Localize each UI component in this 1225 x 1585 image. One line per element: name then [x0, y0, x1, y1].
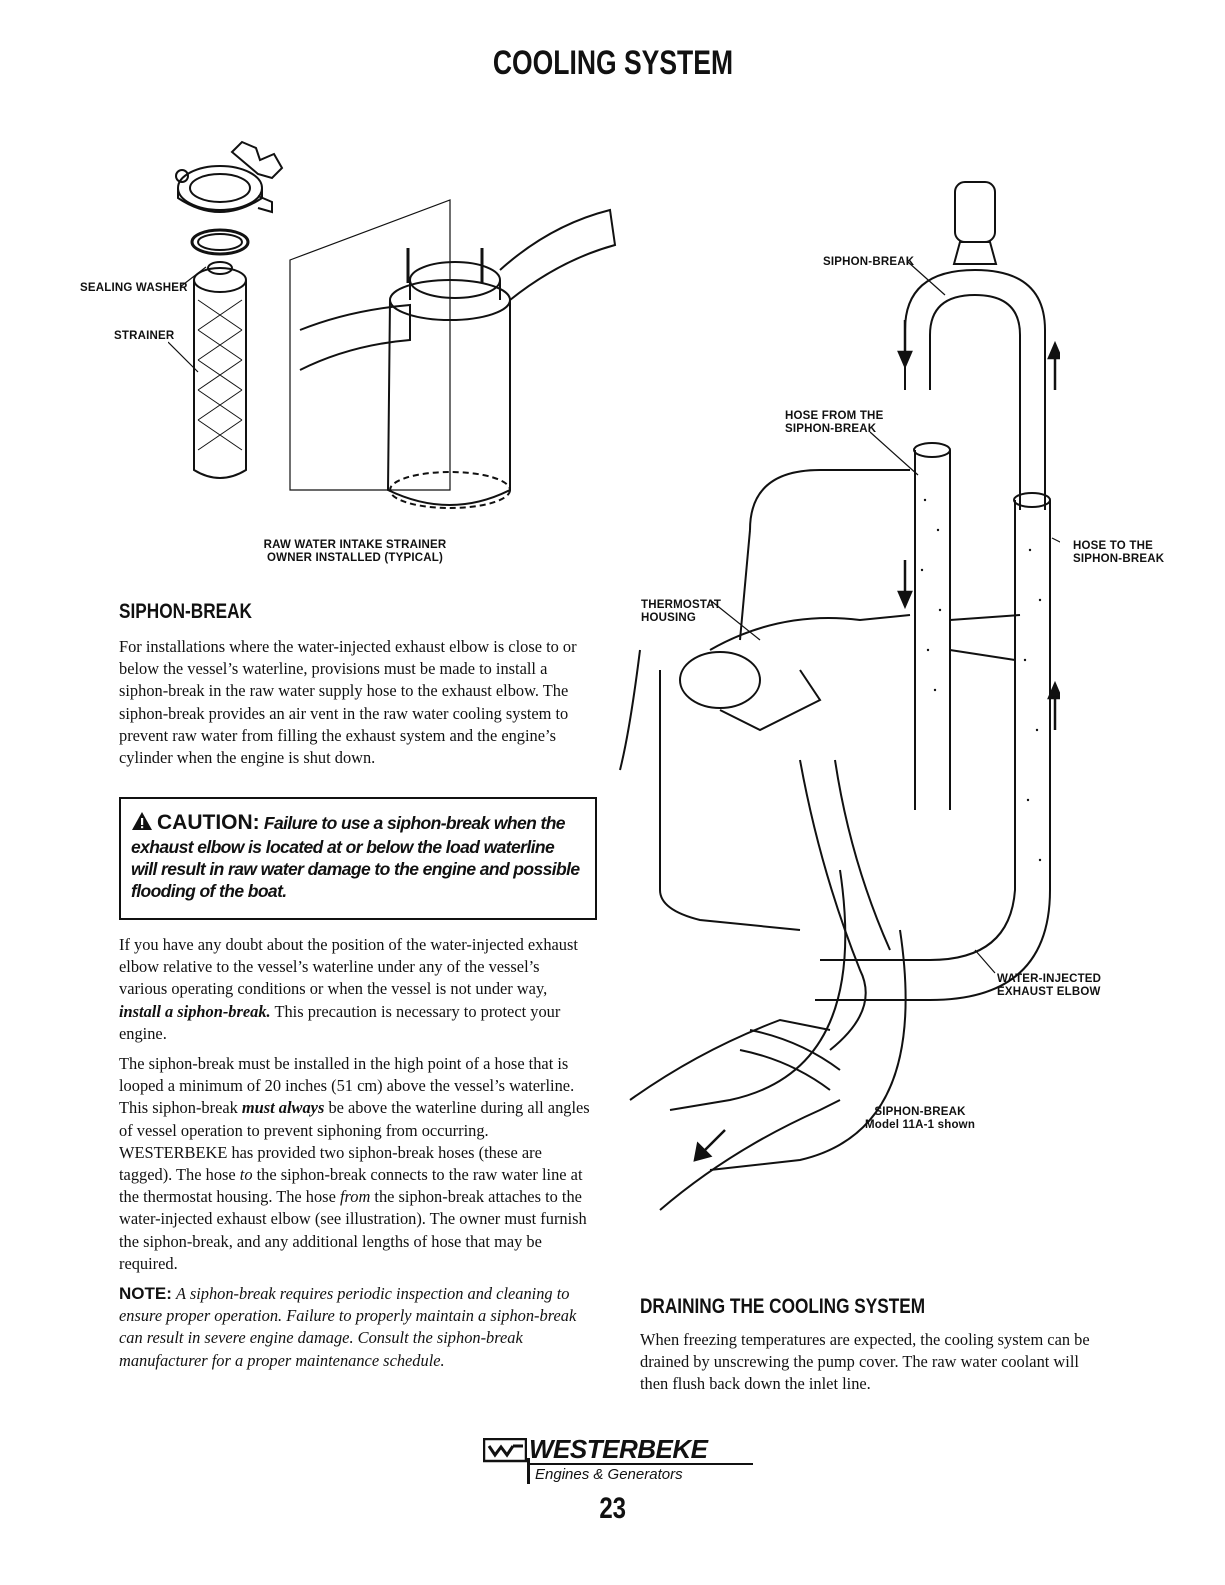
siphon-paragraph-2: If you have any doubt about the position… — [119, 935, 578, 1043]
callout-strainer: STRAINER — [114, 330, 175, 342]
leader-line — [168, 341, 199, 373]
callout-hose-from-siphon-break: HOSE FROM THE SIPHON-BREAK — [785, 410, 884, 435]
callout-hose-to-siphon-break: HOSE TO THE SIPHON-BREAK — [1073, 540, 1165, 565]
page-title: COOLING SYSTEM — [492, 44, 733, 82]
leader-line — [180, 266, 207, 288]
logo-brand: WESTERBEKE — [529, 1434, 708, 1464]
siphon-break-illustration — [619, 181, 1060, 1211]
siphon-intro-paragraph: For installations where the water-inject… — [119, 637, 577, 768]
callout-siphon-break: SIPHON-BREAK — [823, 256, 915, 268]
section-heading-draining: DRAINING THE COOLING SYSTEM — [640, 1295, 926, 1318]
caution-message: Failure to use a siphon-break when the e… — [131, 813, 580, 901]
callout-sealing-washer: SEALING WASHER — [80, 282, 188, 294]
figure-caption-siphon-break: SIPHON-BREAK Model 11A-1 shown — [864, 1106, 976, 1131]
caution-text: CAUTION: Failure to use a siphon-break w… — [131, 811, 583, 902]
figure-caption-strainer: RAW WATER INTAKE STRAINER OWNER INSTALLE… — [263, 539, 447, 564]
draining-paragraph: When freezing temperatures are expected,… — [640, 1330, 1090, 1394]
westerbeke-w-icon — [483, 1438, 527, 1463]
callout-thermostat-housing: THERMOSTAT HOUSING — [641, 599, 722, 624]
page-number: 23 — [599, 1492, 626, 1525]
note-label: NOTE: — [119, 1284, 172, 1304]
section-heading-siphon-break: SIPHON-BREAK — [119, 600, 252, 623]
westerbeke-logo: WESTERBEKE Engines & Generators — [483, 1434, 753, 1490]
strainer-illustration — [175, 140, 617, 509]
siphon-body-text: If you have any doubt about the position… — [119, 934, 591, 1380]
warning-triangle-icon — [131, 811, 153, 836]
note-paragraph: NOTE: A siphon-break requires periodic i… — [119, 1284, 577, 1370]
caution-box: CAUTION: Failure to use a siphon-break w… — [119, 797, 597, 920]
callout-exhaust-elbow: WATER-INJECTED EXHAUST ELBOW — [997, 973, 1102, 998]
logo-tagline: Engines & Generators — [535, 1466, 683, 1483]
siphon-paragraph-3: The siphon-break must be installed in th… — [119, 1054, 590, 1273]
caution-label: CAUTION: — [157, 811, 260, 834]
